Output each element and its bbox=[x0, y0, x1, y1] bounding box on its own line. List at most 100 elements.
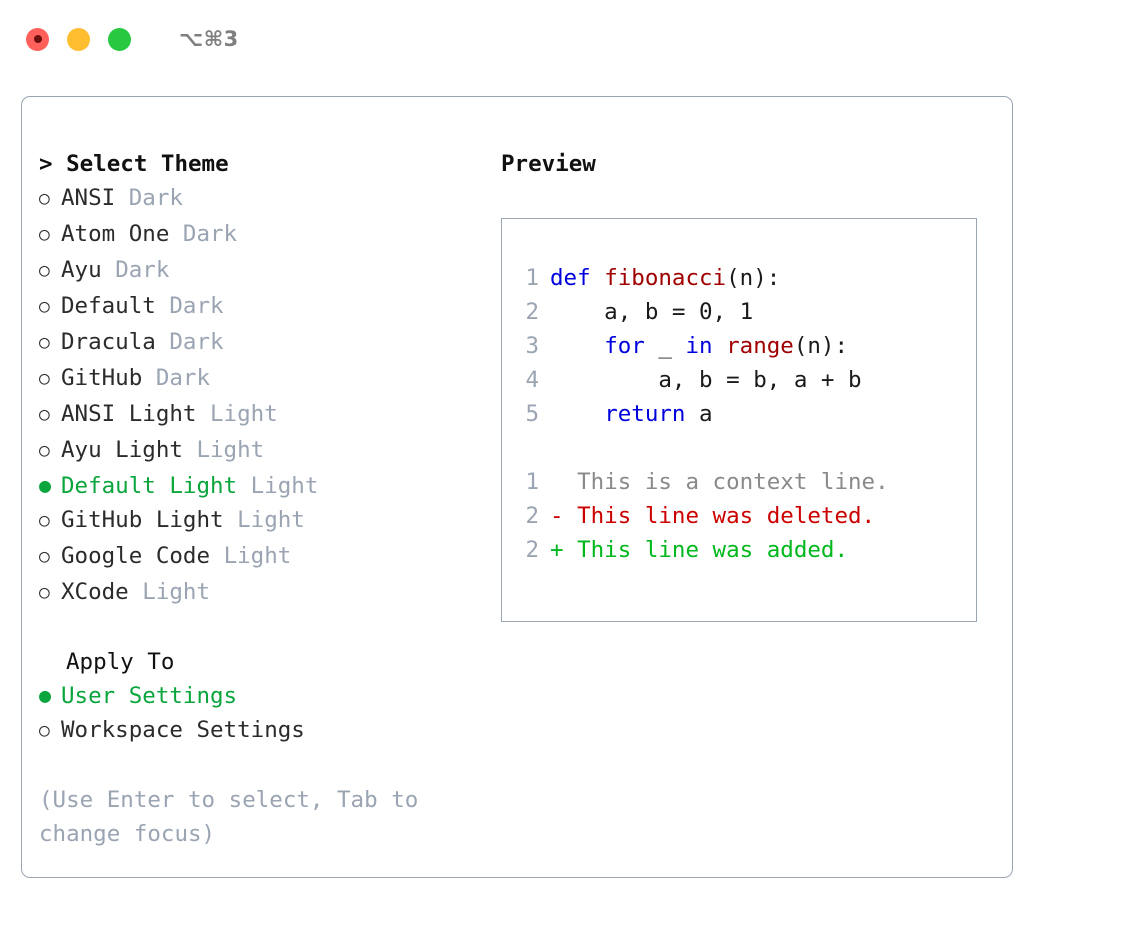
theme-list-item[interactable]: ○XCode Light bbox=[39, 575, 479, 611]
radio-unselected-icon[interactable]: ○ bbox=[39, 720, 50, 741]
radio-selected-icon[interactable]: ● bbox=[39, 473, 52, 497]
theme-list-item[interactable]: ○ Default Dark bbox=[39, 289, 479, 325]
zoom-button-icon[interactable] bbox=[108, 27, 131, 51]
diff-marker: + bbox=[550, 537, 564, 563]
code-token bbox=[713, 333, 727, 359]
theme-list-item[interactable]: ○Ayu Dark bbox=[39, 253, 479, 289]
theme-name-label: ANSI Light bbox=[61, 401, 197, 427]
code-token: return bbox=[604, 401, 686, 427]
label-separator bbox=[156, 325, 170, 359]
theme-list-item[interactable]: ○Google Code Light bbox=[39, 539, 479, 575]
radio-unselected-icon[interactable]: ○ bbox=[39, 404, 50, 425]
radio-unselected-icon[interactable]: ○ bbox=[39, 260, 50, 281]
apply-to-item[interactable]: ○ Workspace Settings bbox=[39, 713, 479, 749]
line-number: 5 bbox=[525, 401, 539, 427]
theme-list-item[interactable]: ○GitHub Light Light bbox=[39, 503, 479, 539]
preview-title: Preview bbox=[501, 151, 596, 177]
theme-name-label: GitHub Light bbox=[61, 507, 224, 533]
title-bar: ⌥⌘3 bbox=[0, 0, 1140, 78]
code-token: def bbox=[550, 265, 591, 291]
minimize-button-icon[interactable] bbox=[67, 27, 90, 51]
theme-name-label: ANSI bbox=[61, 185, 116, 211]
apply-to-label: Workspace Settings bbox=[61, 717, 305, 743]
code-token: a, b = 0, 1 bbox=[550, 299, 754, 325]
radio-unselected-icon[interactable]: ○ bbox=[39, 224, 50, 245]
radio-unselected-icon[interactable]: ○ bbox=[39, 188, 50, 209]
theme-variant-tag: Light bbox=[142, 579, 211, 605]
code-line-text: a, b = b, a + b bbox=[550, 363, 861, 397]
theme-variant-tag: Light bbox=[210, 401, 278, 427]
diff-line: 2- This line was deleted. bbox=[519, 499, 889, 533]
label-separator bbox=[196, 397, 210, 431]
diff-marker: - bbox=[550, 503, 564, 529]
theme-list-item[interactable]: ○ ANSI Light Light bbox=[39, 397, 479, 433]
label-separator bbox=[102, 253, 116, 287]
theme-variant-tag: Dark bbox=[169, 293, 224, 319]
theme-picker-dialog: > Select Theme ○ANSI Dark○Atom One Dark○… bbox=[21, 96, 1013, 878]
diff-line: 2 + This line was added. bbox=[519, 533, 889, 567]
apply-to-label: User Settings bbox=[61, 683, 238, 709]
focus-caret-icon: > bbox=[39, 151, 53, 177]
theme-name-label: Ayu bbox=[61, 257, 102, 283]
theme-list-item[interactable]: ○ ANSI Dark bbox=[39, 181, 479, 217]
radio-selected-icon[interactable]: ● bbox=[39, 683, 52, 707]
radio-unselected-icon[interactable]: ○ bbox=[39, 296, 50, 317]
theme-variant-tag: Dark bbox=[182, 221, 238, 247]
label-separator bbox=[156, 289, 170, 323]
radio-unselected-icon[interactable]: ○ bbox=[39, 332, 50, 353]
line-number: 2 bbox=[525, 299, 539, 325]
line-number: 2 bbox=[525, 537, 539, 563]
radio-unselected-icon[interactable]: ○ bbox=[39, 582, 50, 603]
theme-name-label: Ayu Light bbox=[61, 437, 183, 463]
theme-list: ○ ANSI Dark ○ Atom One Dark ○ Ayu Dark ○ Defaul… bbox=[39, 181, 479, 611]
line-number: 2 bbox=[525, 503, 539, 529]
label-separator bbox=[115, 181, 129, 215]
theme-variant-tag: Dark bbox=[128, 185, 183, 211]
code-token: for bbox=[604, 333, 645, 359]
label-separator bbox=[237, 469, 251, 503]
radio-unselected-icon[interactable]: ○ bbox=[39, 510, 50, 531]
code-line-text: for _ in range(n): bbox=[550, 329, 848, 363]
keyboard-shortcut-label: ⌥⌘3 bbox=[179, 27, 239, 51]
line-number: 1 bbox=[525, 469, 539, 495]
theme-name-label: Atom One bbox=[61, 221, 170, 247]
theme-list-item[interactable]: ○GitHub Dark bbox=[39, 361, 479, 397]
code-line: 3 for _ in range(n): bbox=[519, 329, 889, 363]
theme-list-header: > Select Theme bbox=[39, 147, 479, 181]
theme-variant-tag: Dark bbox=[169, 329, 224, 355]
theme-variant-tag: Light bbox=[196, 437, 265, 463]
code-token bbox=[550, 333, 604, 359]
diff-line-text: This line was deleted. bbox=[563, 503, 876, 529]
theme-name-label: Google Code bbox=[61, 543, 211, 569]
code-blank-line bbox=[519, 431, 889, 465]
theme-variant-tag: Light bbox=[250, 473, 319, 499]
theme-list-item[interactable]: ○Dracula Dark bbox=[39, 325, 479, 361]
code-token: a bbox=[685, 401, 713, 427]
code-line: 2 a, b = 0, 1 bbox=[519, 295, 889, 329]
diff-line-text: This line was added. bbox=[563, 537, 849, 563]
theme-list-item[interactable]: ○ Atom One Dark bbox=[39, 217, 479, 253]
theme-name-label: Default Light bbox=[61, 473, 238, 499]
code-token: _ bbox=[644, 333, 686, 359]
close-button-icon[interactable] bbox=[26, 27, 49, 51]
code-token: (n): bbox=[726, 265, 781, 291]
code-token: in bbox=[685, 333, 713, 359]
apply-to-item[interactable]: ● User Settings bbox=[39, 679, 479, 713]
keyboard-hint-text: (Use Enter to select, Tab to change focu… bbox=[39, 787, 432, 847]
radio-unselected-icon[interactable]: ○ bbox=[39, 368, 50, 389]
code-token: (n): bbox=[793, 333, 849, 359]
theme-list-item[interactable]: ○ Ayu Light Light bbox=[39, 433, 479, 469]
label-separator bbox=[183, 433, 197, 467]
radio-unselected-icon[interactable]: ○ bbox=[39, 546, 50, 567]
theme-list-item[interactable]: ● Default Light Light bbox=[39, 469, 479, 503]
radio-unselected-icon[interactable]: ○ bbox=[39, 440, 50, 461]
theme-name-label: Default bbox=[61, 293, 156, 319]
theme-name-label: GitHub bbox=[61, 365, 143, 391]
diff-line-text: This is a context line. bbox=[563, 469, 889, 495]
label-separator bbox=[210, 539, 224, 573]
code-line-text: a, b = 0, 1 bbox=[550, 295, 753, 329]
theme-list-header-label: Select Theme bbox=[66, 151, 229, 177]
